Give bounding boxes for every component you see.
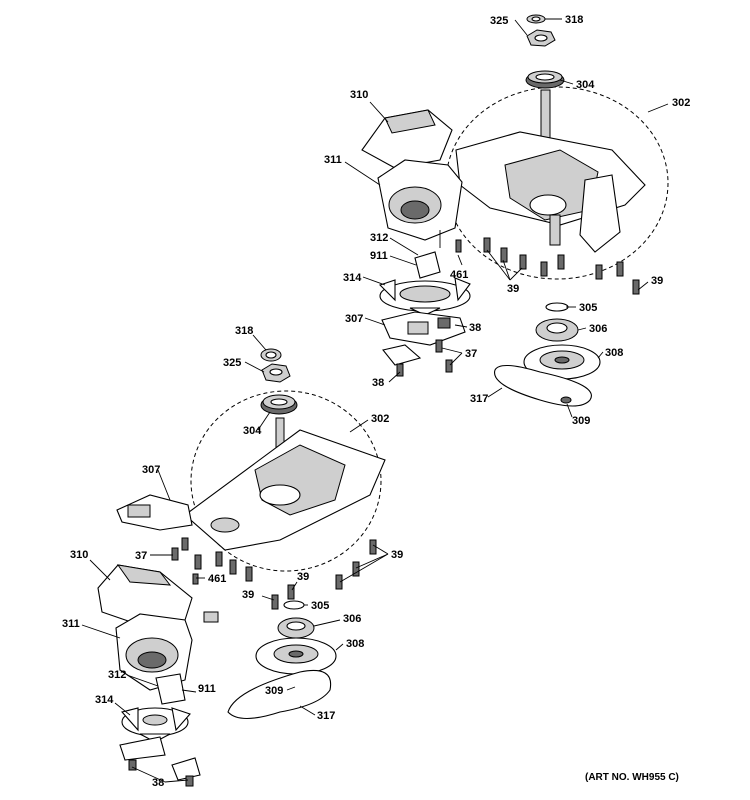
seal-304-upper xyxy=(525,70,565,89)
screw-461-lower xyxy=(192,573,199,585)
callout-304-upper: 304 xyxy=(576,79,595,91)
ring-305-upper xyxy=(545,302,569,312)
clip-38-upper xyxy=(382,344,422,366)
belt-317-lower xyxy=(227,669,332,720)
transmission-plate-302-lower xyxy=(184,429,386,551)
callout-38-upper-b: 38 xyxy=(372,377,384,389)
callout-314-upper: 314 xyxy=(343,272,362,284)
callout-461-lower: 461 xyxy=(208,573,226,585)
nut-325-upper xyxy=(526,29,556,47)
motor-cover-310-lower xyxy=(97,564,219,626)
motor-311-lower xyxy=(115,613,193,691)
screw-38-lower-b xyxy=(185,775,194,787)
motor-bracket-911-upper xyxy=(414,251,441,279)
clutch-306-upper xyxy=(535,318,579,342)
leader-lines xyxy=(81,18,669,783)
callout-39-upper-b: 39 xyxy=(651,275,663,287)
fan-314-upper xyxy=(378,277,471,316)
callout-308-lower: 308 xyxy=(346,638,364,650)
bracket-312-lower xyxy=(155,673,186,705)
screw-37-upper xyxy=(435,339,443,353)
belt-317-upper xyxy=(494,364,592,407)
screw-37-lower-a xyxy=(171,547,179,561)
screw-37b-upper xyxy=(445,359,453,373)
screws-39-upper xyxy=(455,237,640,295)
screw-38-upper xyxy=(396,363,404,377)
callout-309-lower: 309 xyxy=(265,685,283,697)
switch-307-lower xyxy=(116,494,193,531)
callout-38-lower: 38 xyxy=(152,777,164,789)
transmission-plate-302-upper xyxy=(455,131,646,253)
nut-325-lower xyxy=(261,363,291,383)
callout-325-upper: 325 xyxy=(490,15,508,27)
callout-304-lower: 304 xyxy=(243,425,262,437)
callout-317-lower: 317 xyxy=(317,710,335,722)
group-outline-302-lower xyxy=(190,390,382,572)
nut-309-upper xyxy=(560,396,572,404)
motor-cover-310-upper xyxy=(361,109,453,169)
callout-311-lower: 311 xyxy=(62,618,80,630)
callout-318-lower: 318 xyxy=(235,325,253,337)
screw-38-lower-a xyxy=(128,759,137,771)
screw-37-lower-b xyxy=(181,537,189,551)
washer-318-lower xyxy=(260,348,282,362)
callout-307-lower: 307 xyxy=(142,464,160,476)
pulley-308-lower xyxy=(255,637,337,675)
callout-305-upper: 305 xyxy=(579,302,597,314)
clutch-306-lower xyxy=(277,617,315,639)
screws-39-lower-right xyxy=(194,539,377,610)
motor-311-upper xyxy=(377,159,463,248)
callout-302-lower: 302 xyxy=(371,413,389,425)
callout-306-upper: 306 xyxy=(589,323,607,335)
callout-318-upper: 318 xyxy=(565,14,583,26)
callout-911-upper: 911 xyxy=(370,250,388,262)
callout-38-upper-a: 38 xyxy=(469,322,481,334)
switch-307-upper xyxy=(381,311,466,346)
callout-labels: 325 318 304 302 310 311 312 911 461 39 3… xyxy=(62,14,690,789)
callout-305-lower: 305 xyxy=(311,600,329,612)
callout-39-lower-right: 39 xyxy=(391,549,403,561)
callout-461-upper: 461 xyxy=(450,269,468,281)
fan-314-lower xyxy=(119,707,191,761)
ring-305-lower xyxy=(283,600,305,610)
callout-308-upper: 308 xyxy=(605,347,623,359)
callout-317-upper: 317 xyxy=(470,393,488,405)
art-number: (ART NO. WH955 C) xyxy=(585,772,679,783)
clip-38-lower xyxy=(171,757,201,781)
callout-37-upper: 37 xyxy=(465,348,477,360)
callout-302-upper: 302 xyxy=(672,97,690,109)
callout-39-lower-b: 39 xyxy=(242,589,254,601)
callout-39-lower-a: 39 xyxy=(297,571,309,583)
callout-309-upper: 309 xyxy=(572,415,590,427)
callout-306-lower: 306 xyxy=(343,613,361,625)
upper-assembly xyxy=(361,14,669,407)
callout-310-lower: 310 xyxy=(70,549,88,561)
callout-311-upper: 311 xyxy=(324,154,342,166)
seal-304-lower xyxy=(260,394,298,415)
callout-310-upper: 310 xyxy=(350,89,368,101)
callout-312-upper: 312 xyxy=(370,232,388,244)
callout-312-lower: 312 xyxy=(108,669,126,681)
callout-314-lower: 314 xyxy=(95,694,114,706)
lower-assembly xyxy=(97,348,386,787)
callout-307-upper: 307 xyxy=(345,313,363,325)
callout-39-upper-a: 39 xyxy=(507,283,519,295)
washer-318-upper xyxy=(526,14,546,24)
callout-911-lower: 911 xyxy=(198,683,216,695)
callout-325-lower: 325 xyxy=(223,357,241,369)
callout-37-lower: 37 xyxy=(135,550,147,562)
